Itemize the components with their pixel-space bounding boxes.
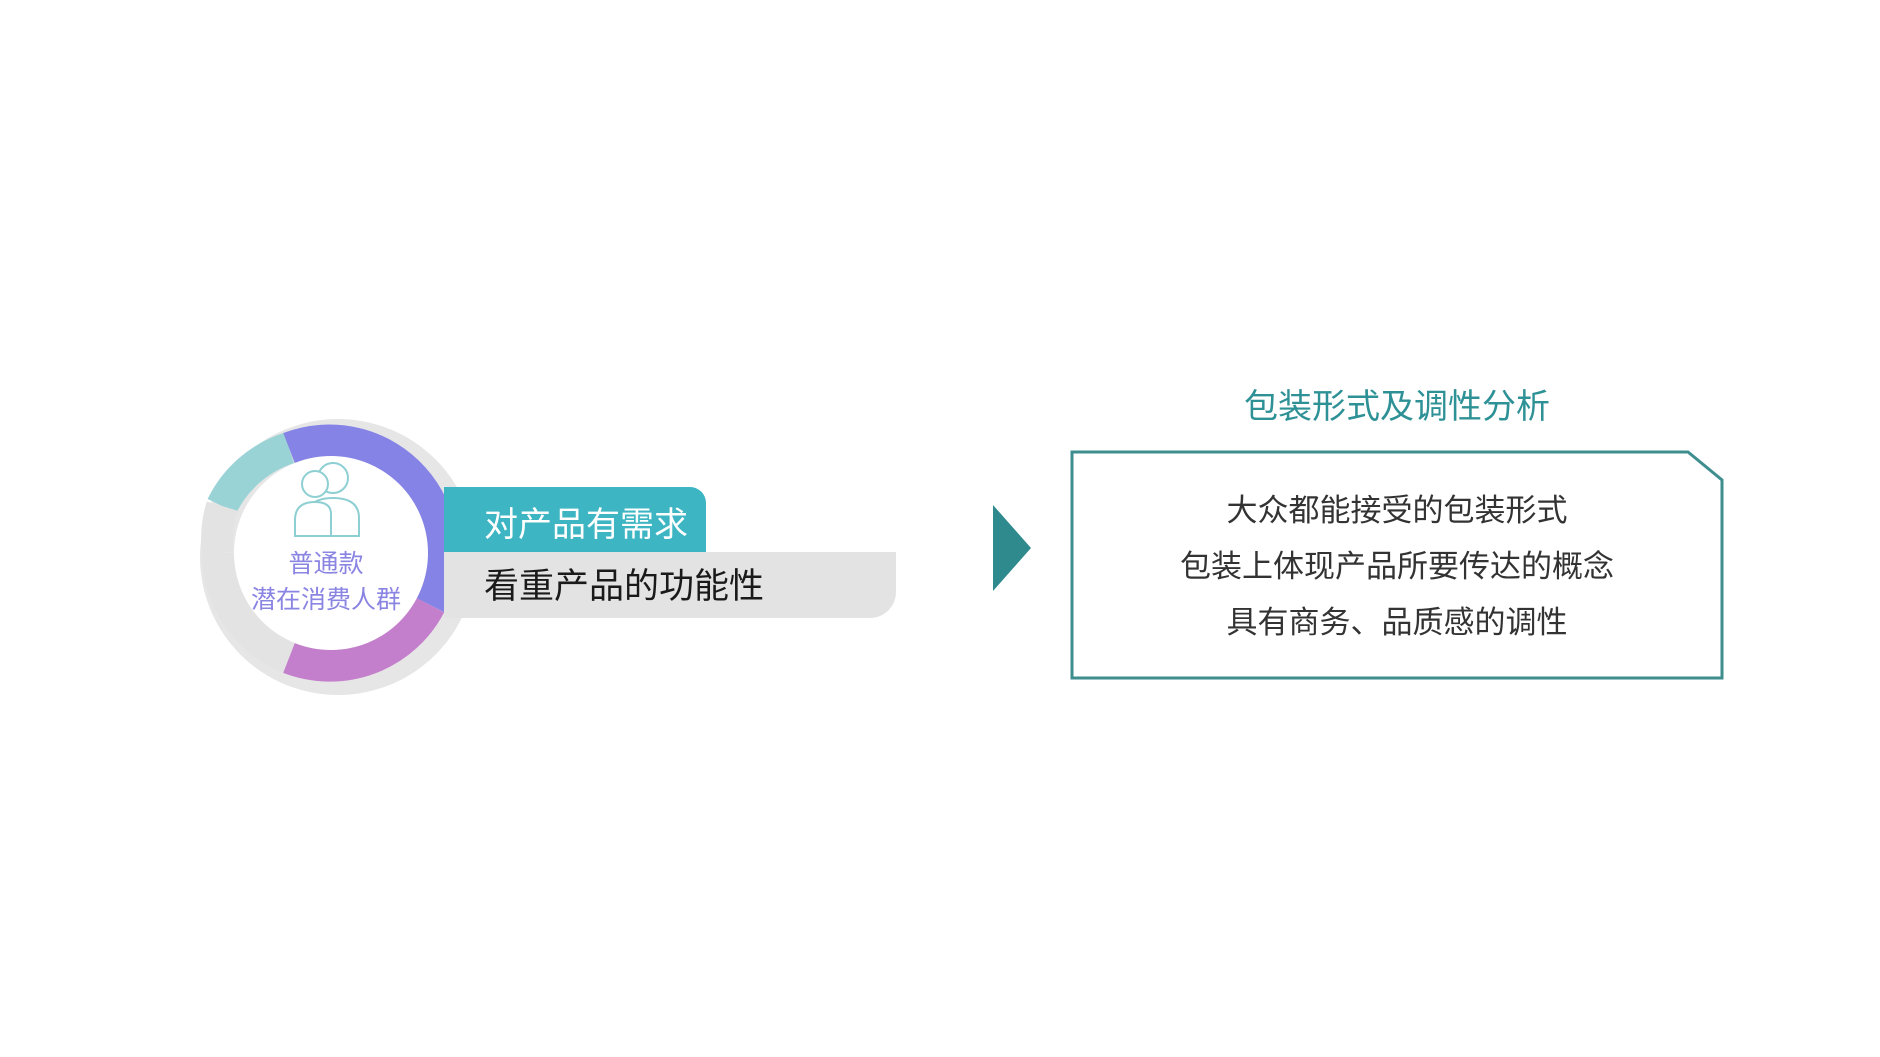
feature-tag-shape (444, 487, 706, 559)
ring-segment-purple (283, 424, 459, 613)
analysis-line-3: 具有商务、品质感的调性 (1226, 605, 1568, 641)
analysis-line-2: 包装上体现产品所要传达的概念 (1180, 549, 1614, 585)
feature-detail: 看重产品的功能性 (484, 567, 765, 607)
ring-segment-pink (283, 597, 445, 682)
analysis-title: 包装形式及调性分析 (1244, 387, 1550, 427)
ring-segment-gray-left (201, 501, 238, 555)
user-group-icon (294, 462, 360, 537)
ring-segment-gray (201, 552, 296, 673)
feature-detail-shape (444, 552, 896, 618)
segment-donut-ring (200, 419, 476, 695)
analysis-line-1: 大众都能接受的包装形式 (1226, 493, 1568, 529)
segment-line-2: 潜在消费人群 (250, 585, 401, 614)
segment-line-1: 普通款 (288, 549, 364, 578)
ring-segment-light-teal (207, 432, 295, 514)
arrow-right-icon (993, 505, 1031, 591)
analysis-box (1070, 450, 1724, 680)
feature-tag: 对产品有需求 (484, 505, 688, 545)
